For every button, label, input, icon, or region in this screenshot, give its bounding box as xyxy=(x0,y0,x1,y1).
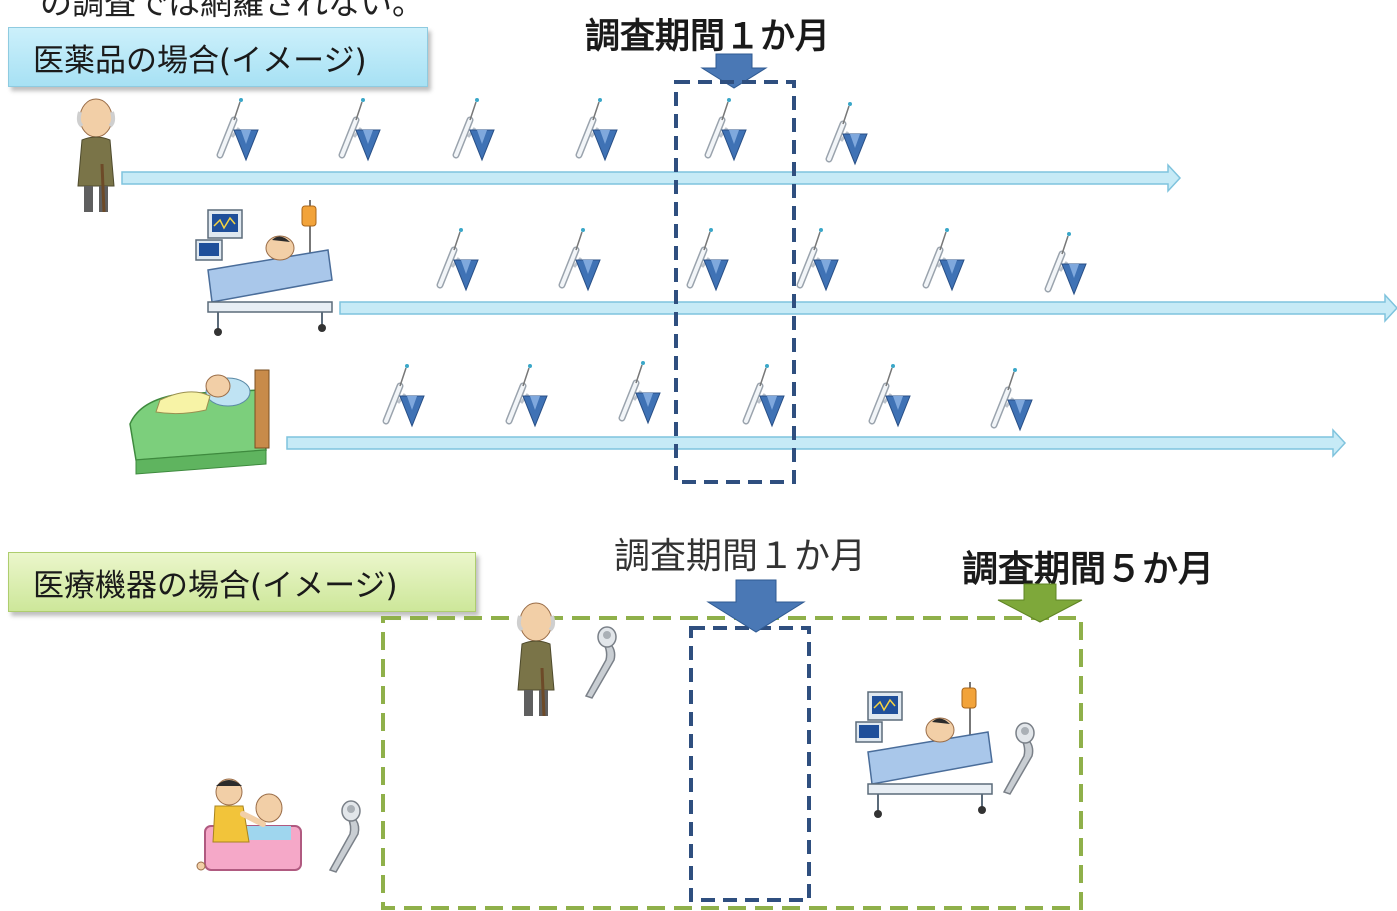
syringe-icon xyxy=(220,98,258,160)
device-period-5month-label: 調査期間５か月 xyxy=(962,549,1215,590)
device-period-5month-box xyxy=(381,616,1083,910)
syringe-icon xyxy=(440,228,478,290)
syringe-icon xyxy=(800,228,838,290)
bedridden-elderly-icon xyxy=(129,369,270,475)
hip-implant-icon xyxy=(585,626,617,699)
device-case-caption: 医療機器の場合(イメージ) xyxy=(8,552,476,612)
bathing-care-icon xyxy=(197,779,301,870)
syringe-icon xyxy=(509,364,547,426)
syringe-icon xyxy=(690,228,728,290)
hip-implant-icon xyxy=(329,800,361,873)
syringe-icon xyxy=(1048,232,1086,294)
syringe-icon xyxy=(926,228,964,290)
elderly-man-icon xyxy=(76,97,116,214)
syringe-icon xyxy=(386,364,424,426)
syringe-icon xyxy=(872,364,910,426)
timeline-arrow-3 xyxy=(286,428,1347,458)
drug-case-caption: 医薬品の場合(イメージ) xyxy=(8,27,428,87)
device-period-5month-arrow xyxy=(997,583,1083,623)
timeline-arrow-1 xyxy=(121,163,1182,193)
syringe-icon xyxy=(456,98,494,160)
header-cutoff-text: の調査では網羅されない。 xyxy=(40,0,425,22)
hospital-bed-patient-icon xyxy=(855,681,993,819)
timeline-arrow-2 xyxy=(339,293,1397,323)
drug-period-box xyxy=(674,80,796,484)
syringe-icon xyxy=(829,102,867,164)
syringe-icon xyxy=(579,98,617,160)
hip-implant-icon xyxy=(1003,722,1035,795)
device-period-1month-box xyxy=(689,626,811,902)
device-period-1month-arrow xyxy=(706,579,806,633)
drug-period-label: 調査期間１か月 xyxy=(585,17,831,57)
syringe-icon xyxy=(708,98,746,160)
syringe-icon xyxy=(342,98,380,160)
syringe-icon xyxy=(622,361,660,423)
drug-period-down-arrow xyxy=(700,53,768,89)
syringe-icon xyxy=(562,228,600,290)
syringe-icon xyxy=(746,364,784,426)
device-period-1month-label: 調査期間１か月 xyxy=(614,536,867,577)
elderly-man-icon xyxy=(516,601,556,718)
syringe-icon xyxy=(994,368,1032,430)
hospital-bed-patient-icon xyxy=(195,199,333,337)
